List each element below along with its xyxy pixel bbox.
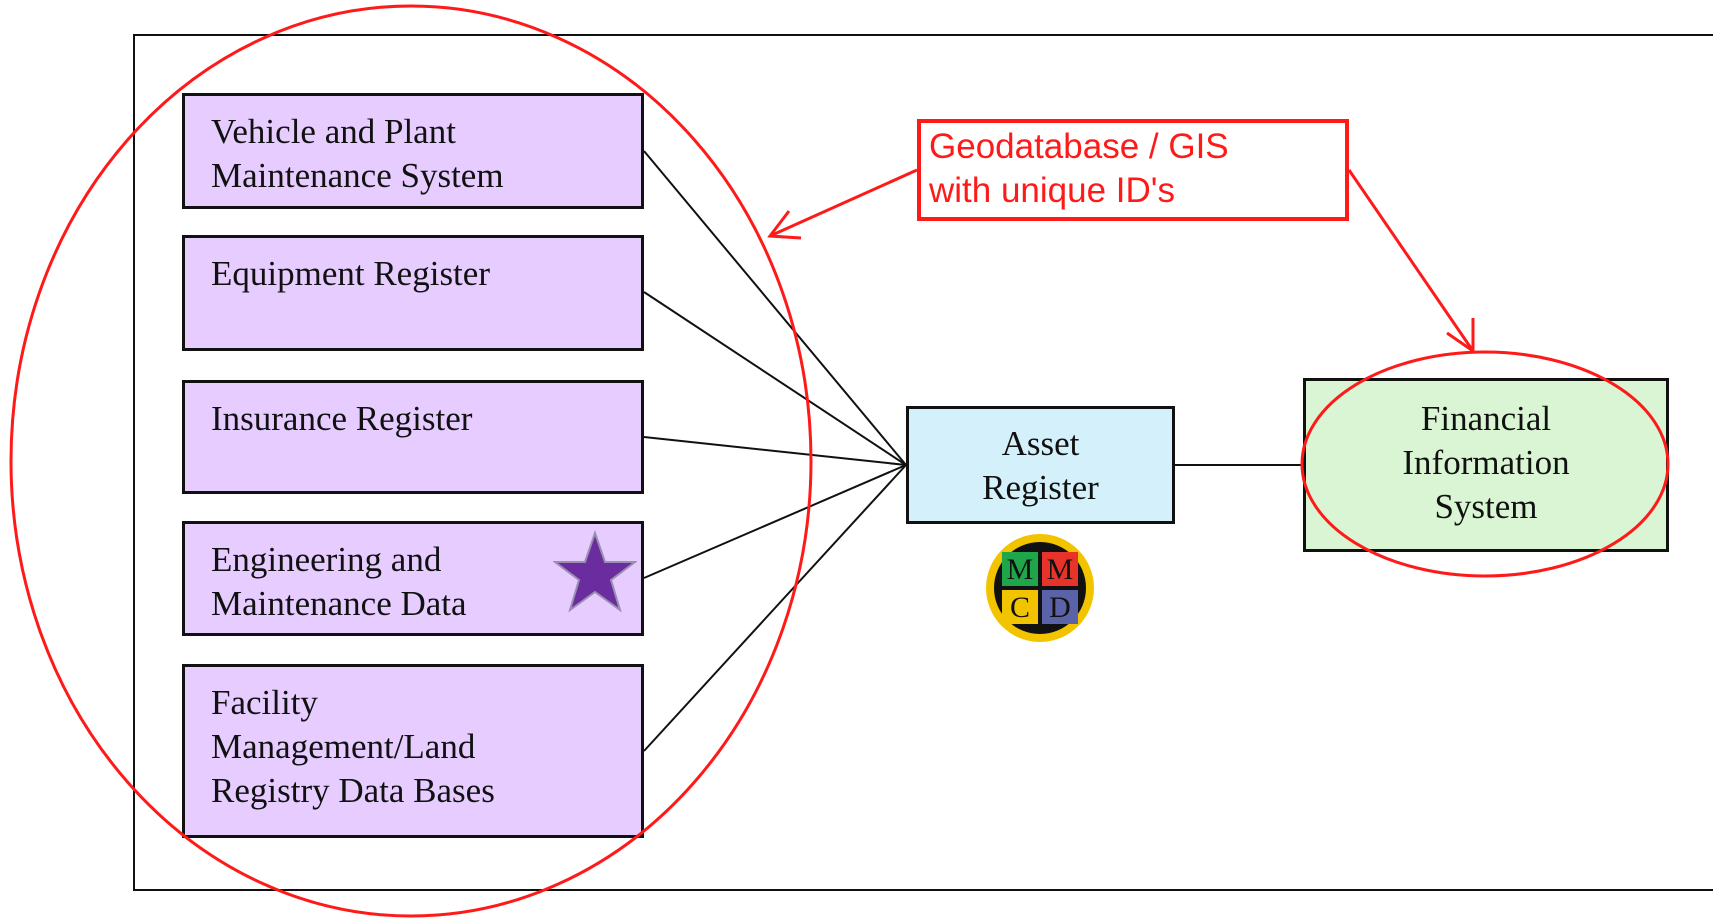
arrow-head-financial <box>1446 318 1475 354</box>
gis-callout-box: Geodatabase / GIS with unique ID's <box>917 119 1349 221</box>
source-box-engineering-maintenance: Engineering and Maintenance Data <box>182 521 644 636</box>
asset-register-box: Asset Register <box>906 406 1175 524</box>
sources-highlight-ellipse <box>9 4 813 918</box>
arrow-callout-to-sources <box>769 168 918 238</box>
financial-information-system-box: Financial Information System <box>1303 378 1669 552</box>
source-box-insurance-register: Insurance Register <box>182 380 644 494</box>
connector-insurance <box>643 436 907 466</box>
financial-highlight-ellipse <box>1300 350 1670 578</box>
logo-letter-c: C <box>1010 591 1030 624</box>
connector-facility <box>643 464 907 752</box>
arrow-callout-to-financial <box>1347 169 1475 352</box>
connector-vehicle <box>643 150 907 466</box>
logo-letter-m2: M <box>1047 553 1074 586</box>
source-box-equipment-register: Equipment Register <box>182 235 644 351</box>
source-box-vehicle-plant: Vehicle and Plant Maintenance System <box>182 93 644 209</box>
connector-equipment <box>643 291 907 466</box>
arrow-head-sources <box>767 210 802 240</box>
logo-letter-d: D <box>1049 591 1071 624</box>
star-icon <box>553 530 637 613</box>
logo-letter-m1: M <box>1007 553 1034 586</box>
connector-engineering <box>643 464 907 579</box>
source-box-facility-management: Facility Management/Land Registry Data B… <box>182 664 644 838</box>
mmcd-logo-icon: M M C D <box>986 534 1094 642</box>
